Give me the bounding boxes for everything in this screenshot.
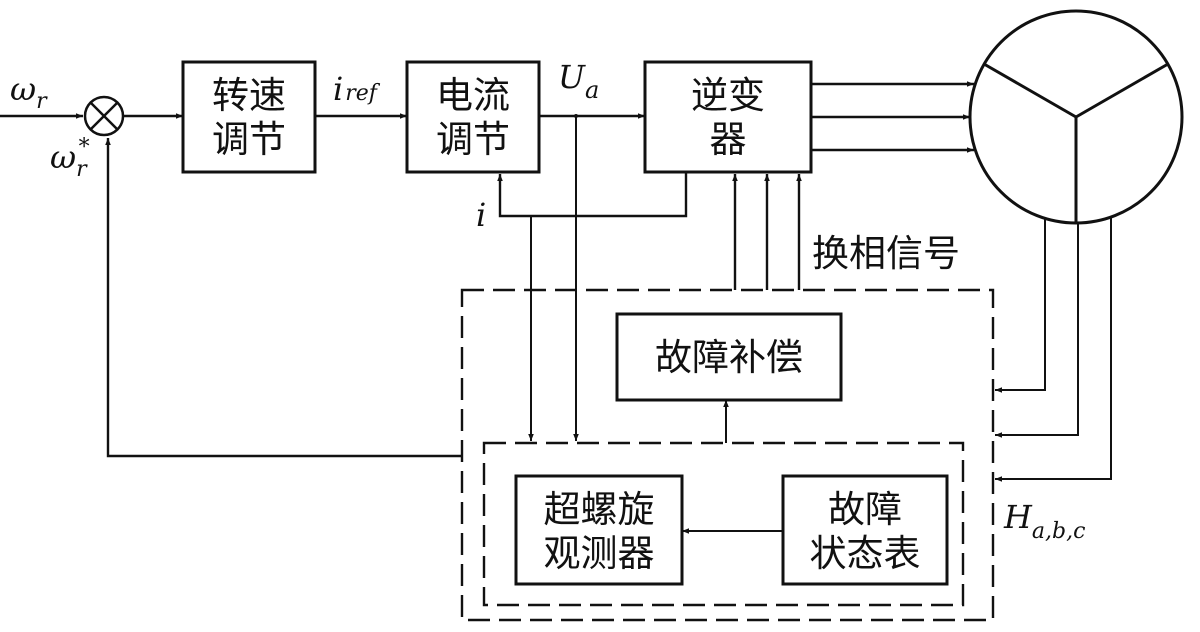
hall-line-c (995, 217, 1112, 482)
fault-compensation-box (615, 312, 843, 402)
fault-state-line1: 故障 (828, 488, 902, 531)
fault-state-line2: 状态表 (810, 532, 921, 575)
speed-feedback-line (105, 138, 462, 458)
current-feedback-label: i (476, 196, 486, 234)
fault-state-table-box (781, 474, 949, 586)
motor-symbol (968, 9, 1184, 225)
observer-module-outline (482, 441, 965, 607)
current-regulator-box (405, 60, 541, 174)
fault-compensation-label: 故障补偿 (655, 336, 803, 379)
observer-line1: 超螺旋 (544, 488, 655, 531)
omega-r-label: ωr (10, 70, 48, 114)
omega-r-ref-label: ωr* (50, 135, 90, 182)
inverter-line1: 逆变 (691, 74, 765, 117)
speed-regulator-box (181, 60, 317, 174)
inverter-line2: 器 (710, 118, 747, 161)
current-feedback-line (497, 172, 688, 218)
speed-regulator-line1: 转速 (212, 74, 286, 117)
commutation-signal-label: 换相信号 (812, 232, 960, 275)
super-twisting-observer-box (514, 474, 684, 586)
hall-label: Ha,b,c (1003, 498, 1085, 544)
observer-line2: 观测器 (544, 532, 655, 575)
summing-junction (83, 95, 125, 137)
ua-label: Ua (558, 58, 599, 104)
hall-line-b (995, 223, 1079, 438)
hall-line-a (995, 218, 1046, 393)
iref-label: iref (333, 70, 381, 108)
speed-regulator-line2: 调节 (212, 118, 286, 161)
current-regulator-line2: 调节 (436, 118, 510, 161)
current-regulator-line1: 电流 (436, 74, 510, 117)
